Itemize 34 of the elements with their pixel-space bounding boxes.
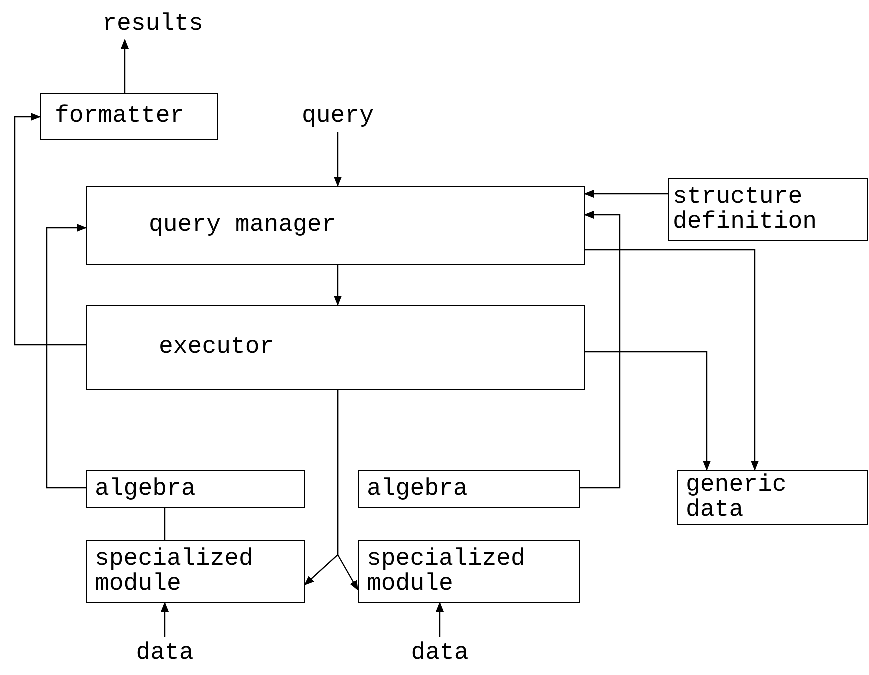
arrow bbox=[585, 249, 759, 471]
arrow bbox=[436, 602, 444, 637]
arrow bbox=[334, 265, 342, 306]
arrow bbox=[334, 132, 342, 187]
process-box bbox=[40, 93, 218, 140]
arrow bbox=[14, 113, 86, 346]
arrow bbox=[580, 211, 621, 489]
arrow bbox=[337, 390, 359, 591]
node-text: executor bbox=[159, 335, 276, 360]
module-box bbox=[358, 470, 580, 508]
arrow bbox=[161, 602, 169, 637]
node-text: structure definition bbox=[673, 184, 818, 234]
input-label: data bbox=[411, 640, 469, 666]
output-label: results bbox=[102, 12, 204, 36]
node-text: algebra bbox=[95, 476, 197, 502]
node-text: specialized module bbox=[95, 546, 254, 596]
node-text: formatter bbox=[55, 104, 186, 129]
process-box bbox=[86, 305, 585, 390]
storage-box bbox=[677, 470, 868, 525]
arrow bbox=[585, 351, 711, 471]
input-label: data bbox=[136, 640, 194, 666]
arrow bbox=[121, 39, 129, 93]
module-box bbox=[86, 470, 305, 508]
module-box bbox=[86, 540, 305, 603]
process-box bbox=[86, 186, 585, 265]
node-text: generic data bbox=[686, 472, 788, 522]
node-text: query manager bbox=[149, 213, 338, 238]
arrow bbox=[46, 224, 87, 489]
arrow bbox=[584, 190, 668, 198]
module-box bbox=[358, 540, 580, 603]
node-text: algebra bbox=[367, 476, 469, 502]
input-box bbox=[668, 178, 868, 241]
node-text: specialized module bbox=[367, 546, 526, 596]
input-label: query bbox=[302, 104, 374, 128]
